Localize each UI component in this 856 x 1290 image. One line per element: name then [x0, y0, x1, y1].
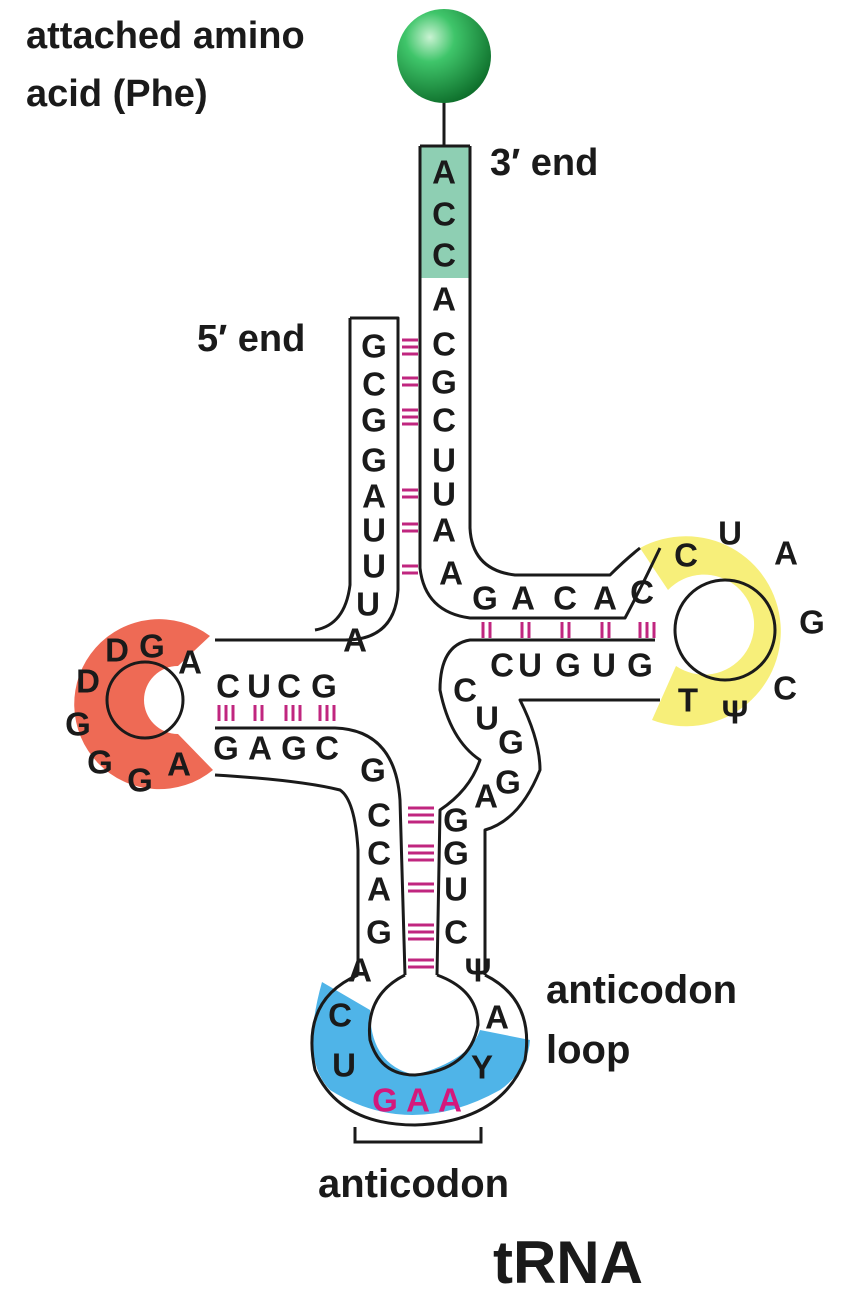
nucleotide: G: [87, 744, 113, 781]
nucleotide: C: [490, 647, 514, 684]
nucleotide: G: [311, 668, 337, 705]
nucleotide: A: [511, 580, 535, 617]
nucleotide: U: [332, 1047, 356, 1084]
nucleotide: G: [361, 402, 387, 439]
nucleotide: D: [105, 632, 129, 669]
nucleotide: U: [356, 586, 380, 623]
nucleotide: C: [367, 835, 391, 872]
nucleotide: C: [328, 997, 352, 1034]
nucleotide: G: [627, 647, 653, 684]
nucleotide: G: [498, 724, 524, 761]
nucleotide: U: [247, 668, 271, 705]
nucleotide: A: [485, 999, 509, 1036]
nucleotide: G: [431, 364, 457, 401]
nucleotide: G: [127, 762, 153, 799]
t-arm-bottom: C U G U G: [490, 647, 653, 684]
nucleotide: U: [475, 700, 499, 737]
anticodon-nucleotide: G: [372, 1082, 398, 1119]
nucleotide: G: [495, 764, 521, 801]
nucleotide: G: [366, 914, 392, 951]
amino-acid-label-line1: attached amino: [26, 15, 305, 57]
nucleotide: A: [593, 580, 617, 617]
nucleotide: G: [443, 835, 469, 872]
nucleotide: G: [213, 730, 239, 767]
nucleotide: U: [432, 442, 456, 479]
nucleotide: C: [315, 730, 339, 767]
nucleotide: G: [472, 580, 498, 617]
anticodon-nucleotide: A: [406, 1082, 430, 1119]
nucleotide: C: [453, 672, 477, 709]
amino-acid-label-line2: acid (Phe): [26, 73, 208, 115]
nucleotide: A: [367, 871, 391, 908]
nucleotide: Ψ: [722, 694, 749, 731]
nucleotide: G: [443, 802, 469, 839]
nucleotide: C: [216, 668, 240, 705]
d-arm-bottom: G A G C: [213, 730, 339, 767]
nucleotide: A: [362, 478, 386, 515]
nucleotide: A: [474, 778, 498, 815]
nucleotide: U: [718, 515, 742, 552]
nucleotide: C: [674, 537, 698, 574]
nucleotide: C: [553, 580, 577, 617]
anticodon-stem-left: G C C A G: [360, 752, 392, 951]
nucleotide: U: [592, 647, 616, 684]
nucleotide: G: [361, 442, 387, 479]
nucleotide: A: [178, 644, 202, 681]
nucleotide: A: [432, 512, 456, 549]
t-arm-top: G A C A C: [472, 574, 654, 617]
nucleotide: C: [432, 237, 456, 274]
nucleotide: U: [432, 476, 456, 513]
nucleotide: C: [432, 196, 456, 233]
three-prime-end-label: 3′ end: [490, 142, 598, 184]
anticodon-nucleotide: A: [438, 1082, 462, 1119]
d-arm-top: C U C G: [216, 668, 337, 705]
nucleotide: G: [139, 628, 165, 665]
nucleotide: C: [432, 326, 456, 363]
nucleotide: C: [277, 668, 301, 705]
amino-acid-ball-icon: [397, 9, 491, 103]
nucleotide: A: [167, 746, 191, 783]
nucleotide: A: [343, 622, 367, 659]
nucleotide: G: [361, 328, 387, 365]
nucleotide: G: [281, 730, 307, 767]
nucleotide: C: [630, 574, 654, 611]
nucleotide: U: [444, 871, 468, 908]
anticodon-stem-right: G G U C: [443, 802, 469, 951]
nucleotide: C: [362, 366, 386, 403]
nucleotide: G: [360, 752, 386, 789]
nucleotide: Y: [471, 1049, 493, 1086]
anticodon-loop-label-line2: loop: [546, 1028, 630, 1072]
nucleotide: T: [678, 682, 698, 719]
t-loop-region: [640, 536, 781, 726]
nucleotide: C: [444, 914, 468, 951]
anticodon-label: anticodon: [318, 1162, 509, 1206]
anticodon-bracket: [355, 1127, 481, 1142]
anticodon-loop-label-line1: anticodon: [546, 968, 737, 1012]
nucleotide: U: [362, 548, 386, 585]
nucleotide: A: [348, 952, 372, 989]
nucleotide: U: [518, 647, 542, 684]
nucleotide: A: [439, 555, 463, 592]
nucleotide: A: [432, 154, 456, 191]
nucleotide: A: [432, 281, 456, 318]
nucleotide: G: [799, 604, 825, 641]
five-prime-end-label: 5′ end: [197, 318, 305, 360]
nucleotide: C: [432, 402, 456, 439]
nucleotide: C: [773, 670, 797, 707]
nucleotide: U: [362, 512, 386, 549]
nucleotide: C: [367, 797, 391, 834]
nucleotide: G: [65, 706, 91, 743]
nucleotide: G: [555, 647, 581, 684]
diagram-title: tRNA: [493, 1229, 643, 1290]
nucleotide: A: [248, 730, 272, 767]
nucleotide: D: [76, 663, 100, 700]
nucleotide: A: [774, 535, 798, 572]
nucleotide: Ψ: [465, 952, 492, 989]
